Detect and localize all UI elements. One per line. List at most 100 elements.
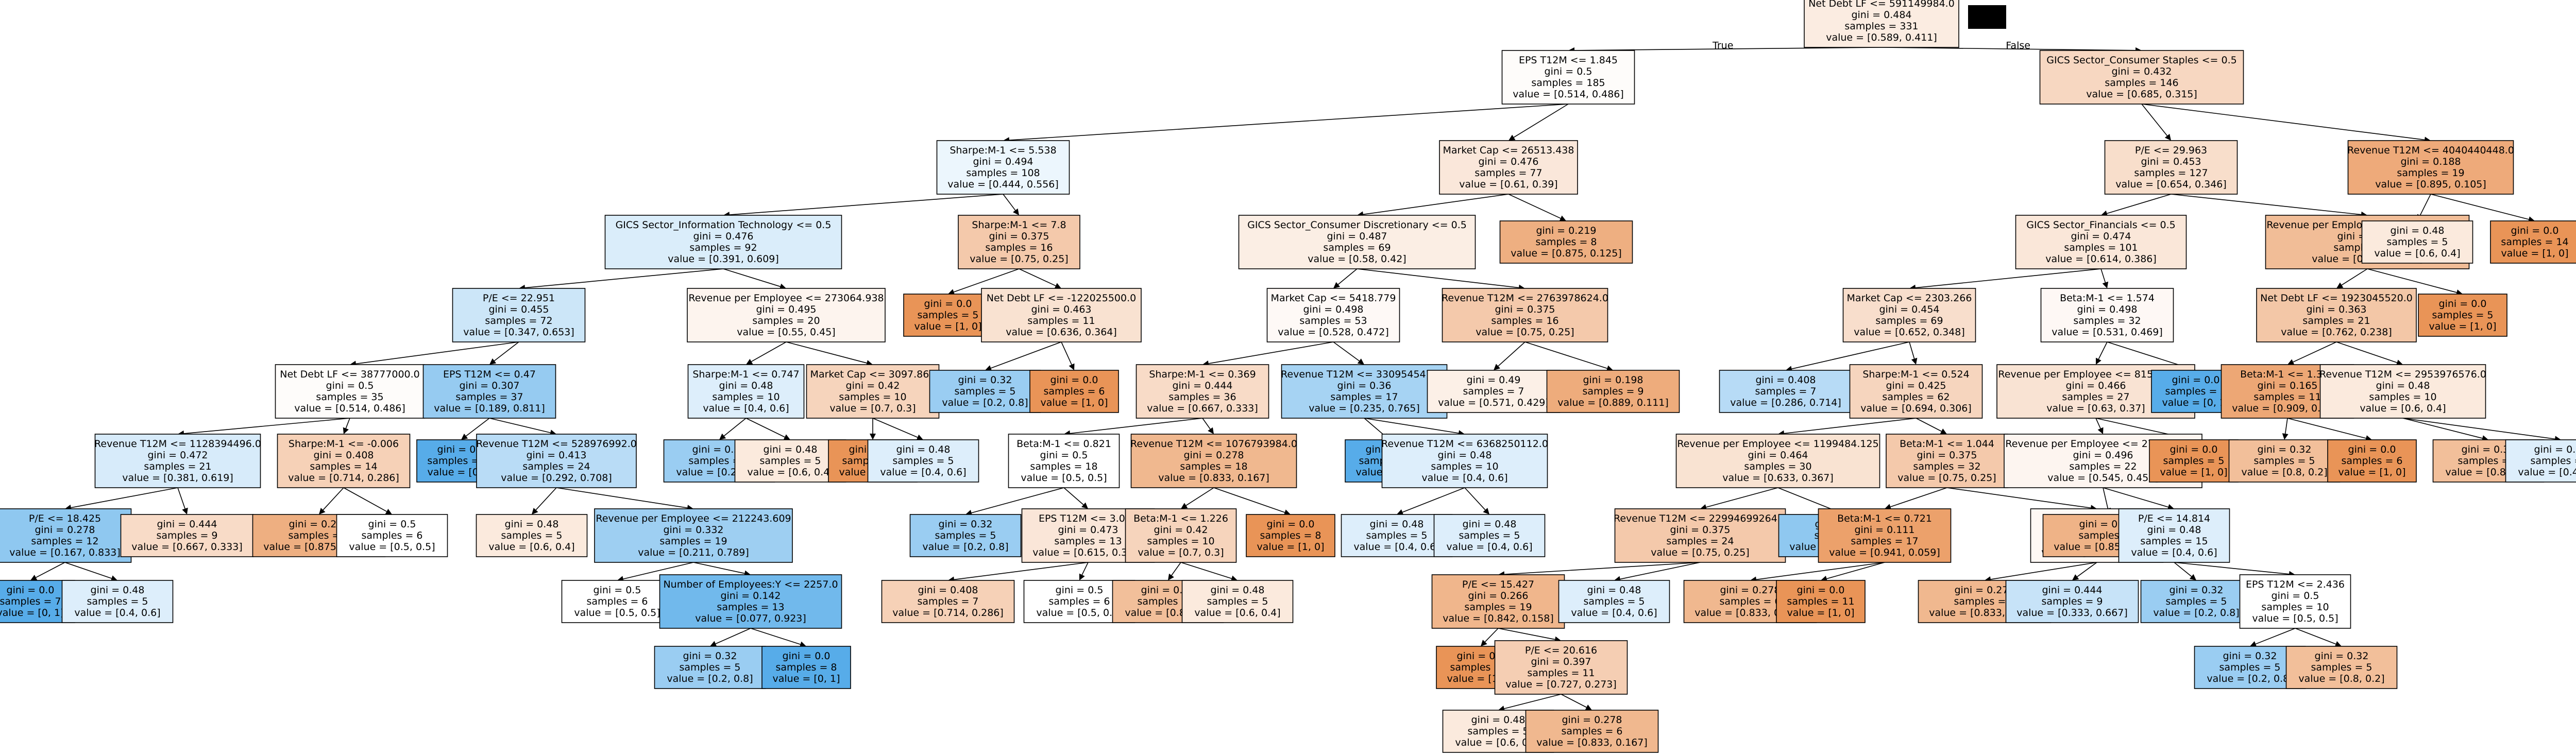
edge-line — [1784, 418, 1917, 434]
node-text-line: gini = 0.32 — [2462, 444, 2516, 455]
tree-edge — [1946, 487, 2097, 511]
edge-arrowhead — [1481, 640, 1487, 646]
node-text-line: gini = 0.219 — [1536, 225, 1596, 236]
edge-arrowhead — [385, 508, 392, 514]
node-text-line: gini = 0.32 — [958, 374, 1012, 386]
edge-arrowhead — [1081, 502, 1088, 509]
edge-line — [750, 628, 801, 645]
node-text-line: samples = 5 — [679, 662, 740, 673]
node-box — [422, 364, 556, 419]
node-box — [1499, 220, 1633, 264]
node-text-line: samples = 185 — [1531, 77, 1605, 89]
node-text-line: EPS T12M <= 0.47 — [443, 369, 536, 380]
node-text-line: value = [0.652, 0.348] — [1854, 327, 1965, 338]
edge-arrowhead — [1397, 509, 1404, 516]
edge-arrowhead — [1333, 282, 1341, 288]
tree-edge — [723, 268, 786, 290]
node-text-line: gini = 0.444 — [157, 519, 217, 530]
node-text-line: gini = 0.496 — [2073, 450, 2133, 461]
node-box — [1849, 364, 1983, 419]
redaction-box — [1968, 5, 2006, 29]
edge-arrowhead — [1585, 705, 1592, 710]
node-text-line: gini = 0.48 — [1587, 585, 1641, 596]
node-text-line: samples = 5 — [935, 530, 996, 541]
tree-edge — [1079, 562, 1089, 580]
edge-line — [693, 562, 745, 574]
edge-line — [2107, 194, 2172, 214]
node-text-line: value = [0.5, 0.5] — [1036, 607, 1122, 618]
node-text-line: value = [0.7, 0.3] — [829, 403, 916, 414]
node-text-line: value = [0.292, 0.708] — [501, 472, 612, 484]
tree-edge — [1003, 104, 1569, 144]
tree-edge — [1509, 104, 1569, 141]
node-text-line: value = [0.5, 0.5] — [349, 541, 435, 553]
node-text-line: samples = 5 — [892, 455, 954, 467]
node-text-line: value = [0.7, 0.3] — [1138, 547, 1224, 558]
node-text-line: value = [1, 0] — [1787, 607, 1855, 618]
node-box — [687, 288, 886, 342]
node-box — [909, 514, 1022, 557]
node-text-line: gini = 0.32 — [939, 519, 993, 530]
edge-line — [2293, 341, 2337, 363]
node-text-line: gini = 0.444 — [1172, 380, 1232, 391]
node-text-line: value = [0.55, 0.45] — [737, 327, 835, 338]
edge-line — [2341, 268, 2368, 286]
node-text-line: value = [0.6, 0.4] — [2374, 248, 2460, 259]
node-text-line: value = [0.654, 0.346] — [2115, 179, 2227, 190]
edge-line — [2287, 418, 2366, 439]
node-box — [1439, 140, 1578, 195]
node-text-line: gini = 0.5 — [1040, 450, 1088, 461]
node-text-line: samples = 9 — [156, 530, 217, 541]
edge-line — [1357, 268, 1519, 288]
node-text-line: gini = 0.454 — [1879, 304, 1939, 315]
node-text-line: gini = 0.32 — [2315, 650, 2369, 662]
node-text-line: P/E <= 22.951 — [483, 293, 555, 304]
node-text-line: samples = 5 — [2311, 662, 2372, 673]
node-text-line: Revenue T12M <= 1076793984.0 — [1130, 438, 1297, 450]
node-text-line: samples = 36 — [1168, 391, 1236, 403]
node-text-line: value = [0.4, 0.6] — [2518, 467, 2576, 478]
edge-line — [723, 268, 781, 287]
edge-line — [1498, 341, 1526, 367]
edge-arrowhead — [1940, 428, 1947, 434]
node-box — [2140, 580, 2252, 623]
node-text-line: Sharpe:M-1 <= -0.006 — [289, 438, 399, 450]
node-text-line: value = [0.381, 0.619] — [122, 472, 233, 484]
node-text-line: value = [0.614, 0.386] — [2045, 253, 2157, 265]
edge-arrowhead — [799, 641, 806, 648]
edge-line — [2107, 341, 2190, 369]
edge-arrowhead — [2282, 433, 2289, 440]
node-text-line: gini = 0.0 — [1050, 374, 1098, 386]
node-text-line: gini = 0.5 — [1545, 66, 1592, 77]
tree-edge — [2174, 562, 2196, 580]
node-text-line: gini = 0.266 — [1468, 590, 1528, 602]
node-box — [1125, 508, 1237, 563]
node-box — [734, 439, 846, 483]
node-box — [1675, 434, 1880, 488]
node-text-line: value = [0.833, 0.167] — [1158, 472, 1269, 484]
node-text-line: value = [0.63, 0.37] — [2046, 403, 2145, 414]
node-text-line: GICS Sector_Consumer Staples <= 0.5 — [2046, 55, 2236, 66]
edge-arrowhead — [319, 508, 326, 514]
node-text-line: Revenue per Employee <= 1199484.125 — [1677, 438, 1878, 450]
edge-line — [2402, 418, 2483, 439]
tree-node: GICS Sector_Information Technology <= 0.… — [604, 215, 842, 269]
edge-line — [1070, 418, 1203, 434]
node-text-line: gini = 0.408 — [918, 585, 978, 596]
tree-node: Revenue per Employee <= 1199484.125gini … — [1675, 434, 1880, 488]
edge-line — [1791, 341, 1910, 370]
node-text-line: gini = 0.425 — [1886, 380, 1946, 391]
